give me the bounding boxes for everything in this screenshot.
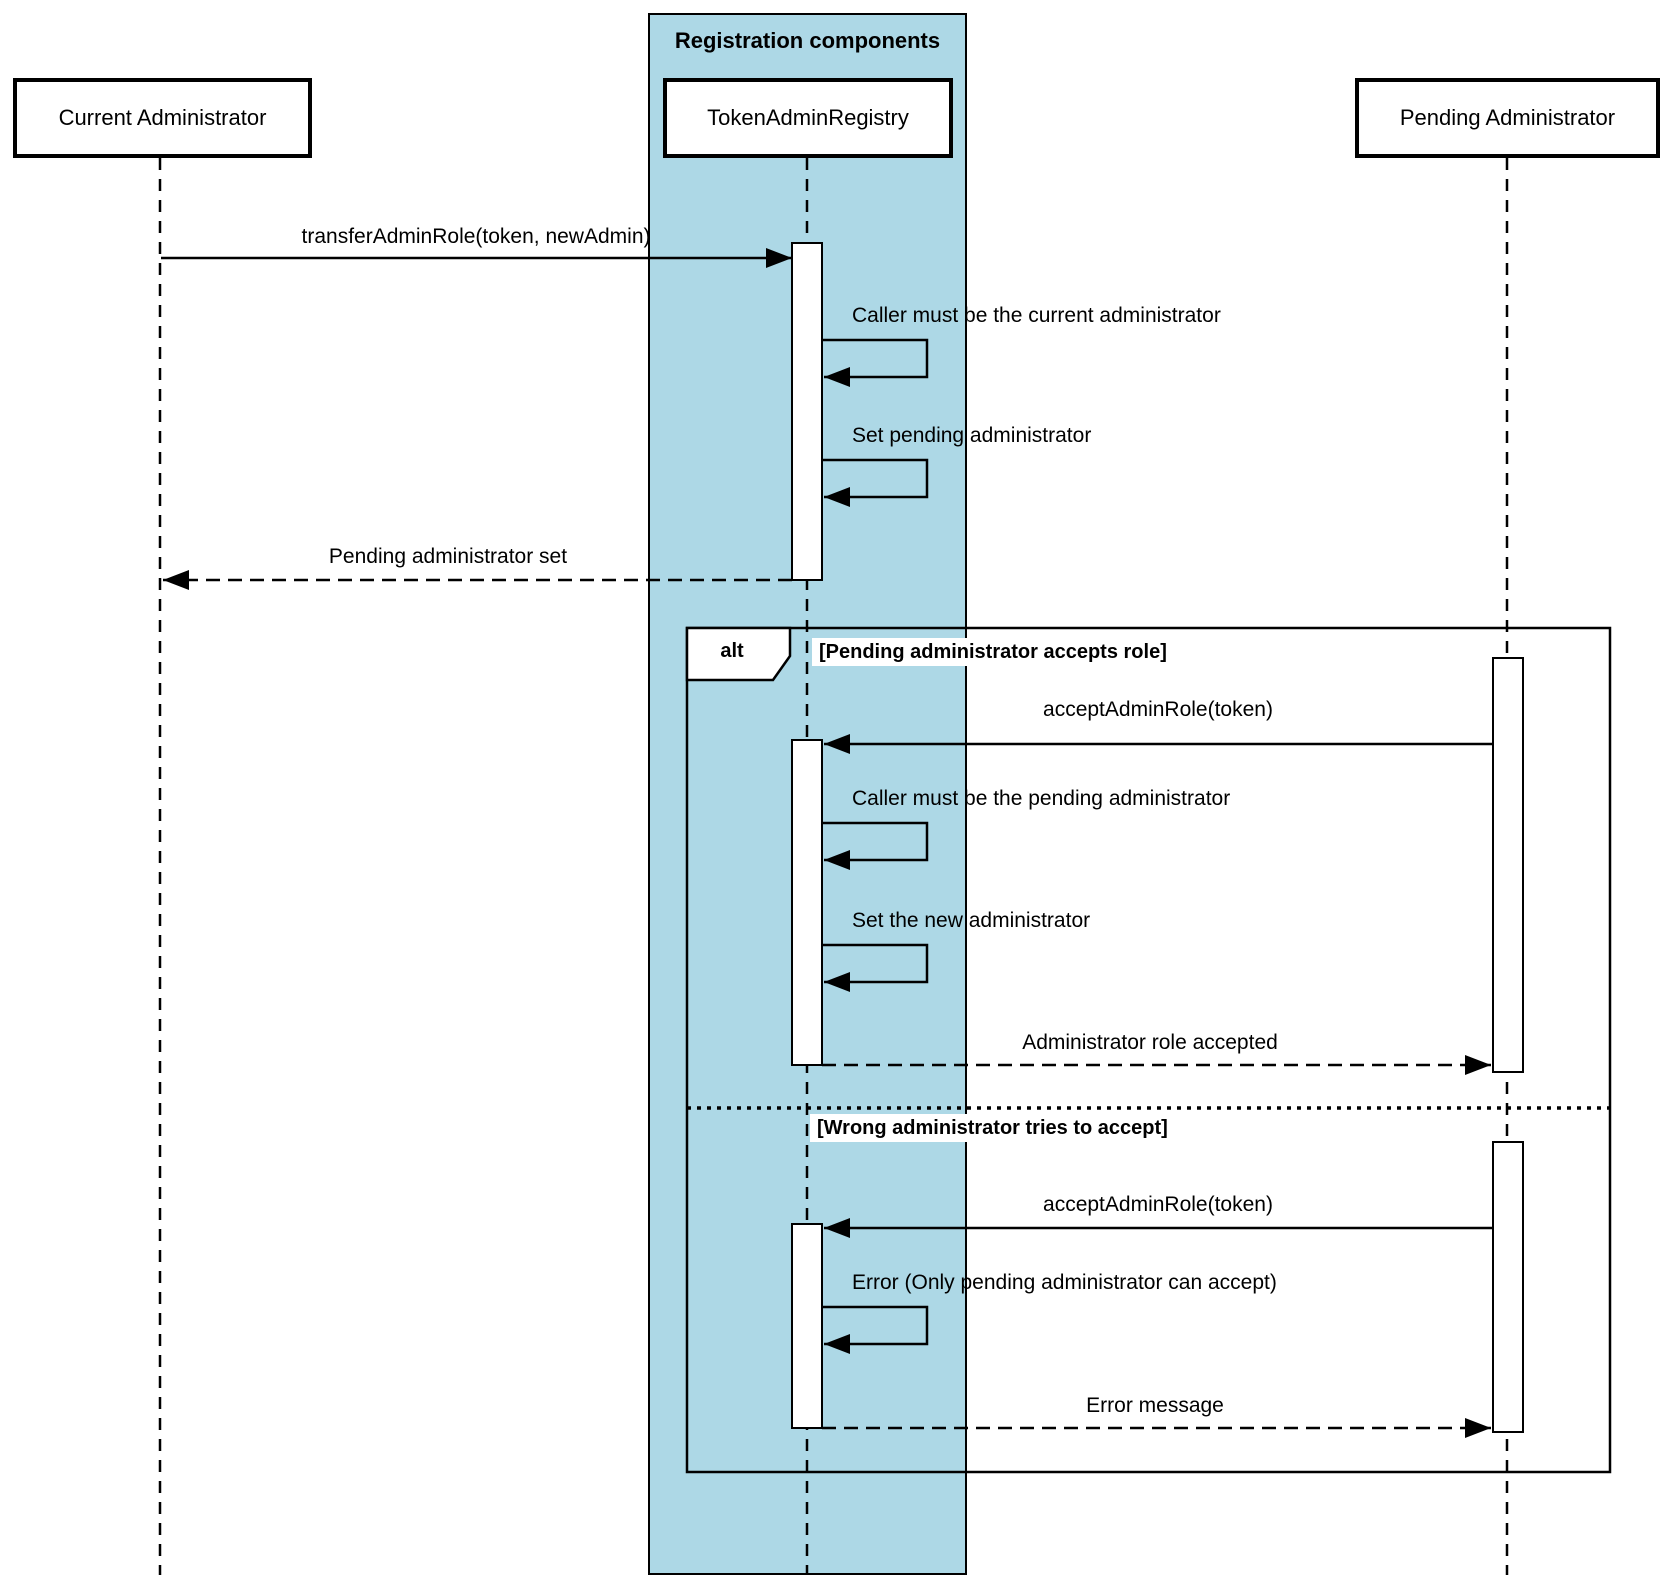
label-accept-admin-role-2: acceptAdminRole(token) (1043, 1193, 1273, 1216)
self-arrow-set-pending-administrator (822, 458, 929, 507)
self-arrow-caller-must-be-pending (822, 821, 929, 870)
actor-token-admin-registry: TokenAdminRegistry (663, 78, 953, 158)
label-administrator-role-accepted: Administrator role accepted (1022, 1031, 1278, 1054)
label-set-new-administrator: Set the new administrator (852, 909, 1091, 932)
self-arrow-caller-must-be-current (822, 338, 929, 387)
activation-registry-2 (791, 739, 823, 1066)
actor-pending-administrator-label: Pending Administrator (1399, 105, 1616, 130)
alt-condition-1: [Pending administrator accepts role] (812, 638, 1174, 666)
activation-registry-1 (791, 242, 823, 581)
registration-components-title: Registration components (674, 28, 941, 53)
actor-token-admin-registry-label: TokenAdminRegistry (707, 105, 909, 130)
label-transfer-admin-role: transferAdminRole(token, newAdmin) (301, 225, 651, 248)
alt-operator-label: alt (720, 640, 744, 662)
label-set-pending-administrator: Set pending administrator (852, 424, 1092, 447)
label-caller-must-be-pending: Caller must be the pending administrator (852, 787, 1231, 810)
label-caller-must-be-current: Caller must be the current administrator (852, 304, 1221, 327)
activation-pending-2 (1492, 1141, 1524, 1433)
alt-condition-2: [Wrong administrator tries to accept] (810, 1114, 1175, 1142)
label-accept-admin-role-1: acceptAdminRole(token) (1043, 698, 1273, 721)
self-arrow-error-only-pending (822, 1305, 929, 1354)
label-error-only-pending: Error (Only pending administrator can ac… (852, 1271, 1277, 1294)
actor-pending-administrator: Pending Administrator (1355, 78, 1660, 158)
actor-current-administrator: Current Administrator (13, 78, 312, 158)
activation-pending-1 (1492, 657, 1524, 1073)
actor-current-administrator-label: Current Administrator (58, 105, 267, 130)
alt-frame-border (685, 626, 1612, 1474)
self-arrow-set-new-administrator (822, 943, 929, 992)
alt-operator-pentagon (685, 626, 792, 682)
activation-registry-3 (791, 1223, 823, 1429)
label-pending-administrator-set: Pending administrator set (328, 545, 568, 568)
label-error-message: Error message (1086, 1394, 1224, 1417)
